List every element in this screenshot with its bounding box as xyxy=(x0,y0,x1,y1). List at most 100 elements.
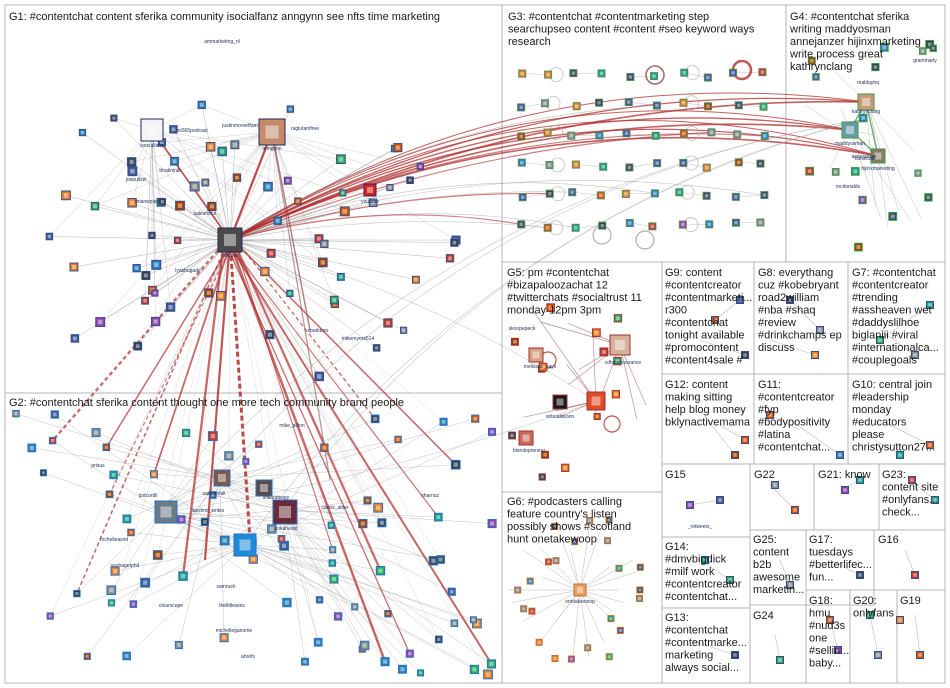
node-avatar[interactable] xyxy=(545,189,554,198)
node-avatar[interactable] xyxy=(320,443,329,452)
node-avatar[interactable] xyxy=(393,143,403,153)
node-avatar[interactable] xyxy=(911,571,919,579)
node-avatar[interactable] xyxy=(896,616,904,624)
node-avatar[interactable] xyxy=(434,635,443,644)
node-avatar[interactable] xyxy=(141,270,151,280)
node-avatar[interactable] xyxy=(517,220,526,229)
node-avatar[interactable] xyxy=(650,189,659,198)
node-avatar[interactable] xyxy=(151,259,162,270)
node-avatar[interactable] xyxy=(273,216,282,225)
node-avatar[interactable] xyxy=(450,459,461,470)
node-avatar[interactable] xyxy=(329,546,337,554)
node-avatar[interactable] xyxy=(678,220,687,229)
node-avatar[interactable] xyxy=(127,166,138,177)
node-avatar[interactable] xyxy=(487,427,497,436)
node-avatar[interactable] xyxy=(370,414,380,424)
node-avatar[interactable] xyxy=(233,533,257,557)
node-avatar[interactable] xyxy=(571,538,579,546)
node-avatar[interactable] xyxy=(154,500,178,524)
node-avatar[interactable] xyxy=(729,68,738,77)
node-avatar[interactable] xyxy=(445,254,455,263)
node-avatar[interactable] xyxy=(916,651,924,659)
node-avatar[interactable] xyxy=(604,537,612,545)
node-avatar[interactable] xyxy=(70,334,80,343)
node-avatar[interactable] xyxy=(686,501,694,509)
node-avatar[interactable] xyxy=(200,517,209,527)
node-avatar[interactable] xyxy=(896,451,904,459)
node-avatar[interactable] xyxy=(599,162,608,171)
node-avatar[interactable] xyxy=(856,476,864,484)
node-avatar[interactable] xyxy=(152,550,163,560)
node-avatar[interactable] xyxy=(329,574,339,584)
node-avatar[interactable] xyxy=(543,128,552,137)
node-avatar[interactable] xyxy=(834,646,842,654)
node-avatar[interactable] xyxy=(786,581,794,589)
node-avatar[interactable] xyxy=(621,189,630,198)
node-avatar[interactable] xyxy=(417,669,425,677)
node-avatar[interactable] xyxy=(149,470,158,479)
node-avatar[interactable] xyxy=(283,176,292,185)
node-avatar[interactable] xyxy=(586,516,594,524)
node-avatar[interactable] xyxy=(469,616,477,624)
node-avatar[interactable] xyxy=(90,201,100,211)
node-avatar[interactable] xyxy=(653,159,662,168)
node-avatar[interactable] xyxy=(571,160,580,169)
node-avatar[interactable] xyxy=(625,219,634,228)
node-avatar[interactable] xyxy=(224,451,234,461)
node-avatar[interactable] xyxy=(726,576,734,584)
node-avatar[interactable] xyxy=(528,607,536,615)
node-avatar[interactable] xyxy=(567,655,575,663)
node-avatar[interactable] xyxy=(258,118,286,146)
node-avatar[interactable] xyxy=(12,409,20,418)
node-avatar[interactable] xyxy=(888,212,898,221)
node-avatar[interactable] xyxy=(918,47,927,55)
node-avatar[interactable] xyxy=(598,221,607,230)
node-avatar[interactable] xyxy=(294,197,302,205)
node-avatar[interactable] xyxy=(591,328,601,338)
node-avatar[interactable] xyxy=(469,664,480,675)
node-avatar[interactable] xyxy=(105,490,114,499)
node-avatar[interactable] xyxy=(595,98,604,107)
node-avatar[interactable] xyxy=(260,266,270,277)
node-avatar[interactable] xyxy=(78,129,87,137)
node-avatar[interactable] xyxy=(836,451,844,459)
node-avatar[interactable] xyxy=(450,619,459,628)
node-avatar[interactable] xyxy=(567,131,576,140)
node-avatar[interactable] xyxy=(518,193,527,202)
node-avatar[interactable] xyxy=(207,201,217,212)
node-avatar[interactable] xyxy=(841,486,849,494)
node-avatar[interactable] xyxy=(731,451,739,459)
node-avatar[interactable] xyxy=(133,341,143,351)
node-avatar[interactable] xyxy=(870,148,886,164)
node-avatar[interactable] xyxy=(127,198,137,208)
node-avatar[interactable] xyxy=(351,603,359,611)
node-avatar[interactable] xyxy=(394,435,402,444)
node-avatar[interactable] xyxy=(106,585,117,596)
node-avatar[interactable] xyxy=(914,169,922,177)
node-avatar[interactable] xyxy=(826,616,834,624)
node-avatar[interactable] xyxy=(110,114,118,122)
node-avatar[interactable] xyxy=(807,56,816,65)
node-avatar[interactable] xyxy=(416,162,424,171)
node-avatar[interactable] xyxy=(541,450,549,459)
node-avatar[interactable] xyxy=(911,351,919,359)
node-avatar[interactable] xyxy=(811,351,819,359)
node-avatar[interactable] xyxy=(207,431,218,442)
node-avatar[interactable] xyxy=(232,173,242,182)
node-avatar[interactable] xyxy=(573,583,587,597)
node-avatar[interactable] xyxy=(380,657,390,667)
node-avatar[interactable] xyxy=(831,168,840,176)
node-avatar[interactable] xyxy=(518,430,534,446)
node-avatar[interactable] xyxy=(636,594,644,602)
node-avatar[interactable] xyxy=(679,158,688,167)
node-avatar[interactable] xyxy=(471,414,480,423)
node-avatar[interactable] xyxy=(372,344,381,352)
node-avatar[interactable] xyxy=(572,102,581,111)
node-avatar[interactable] xyxy=(613,356,622,366)
node-avatar[interactable] xyxy=(552,557,560,565)
node-avatar[interactable] xyxy=(596,191,605,200)
node-avatar[interactable] xyxy=(314,371,324,382)
node-avatar[interactable] xyxy=(327,521,335,529)
node-avatar[interactable] xyxy=(593,413,601,421)
node-avatar[interactable] xyxy=(517,103,526,112)
